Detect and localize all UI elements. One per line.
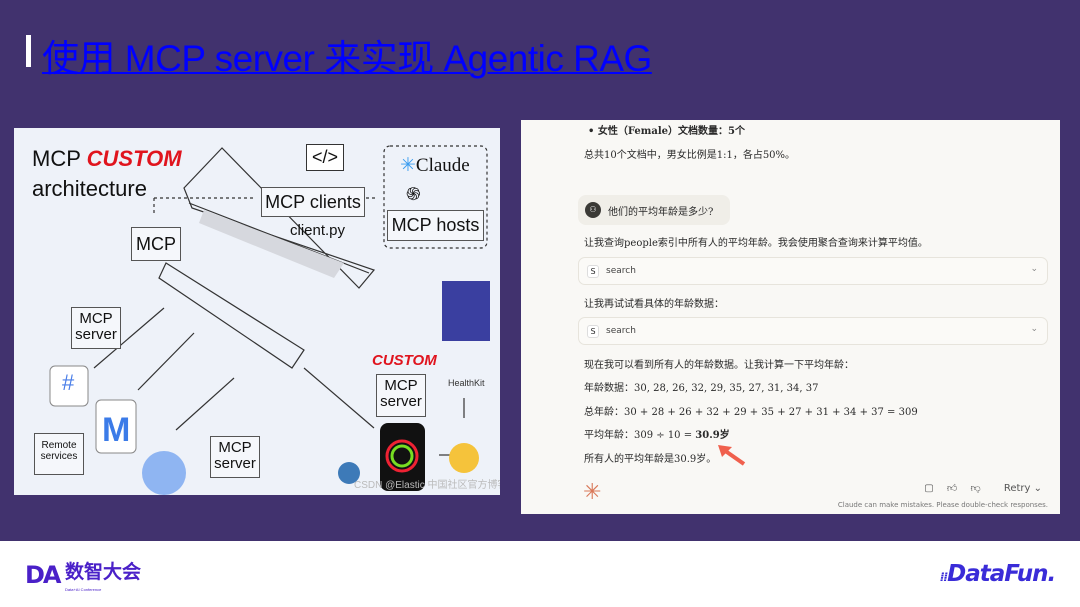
retry-label: Retry bbox=[1003, 483, 1031, 494]
datafun-logo-text: DataFun. bbox=[947, 561, 1056, 587]
reply-text-1: 让我查询people索引中所有人的平均年龄。我会使用聚合查询来计算平均值。 bbox=[584, 238, 928, 249]
openai-icon: ֍ bbox=[406, 184, 421, 204]
retry-button[interactable]: Retry ⌄ bbox=[1003, 483, 1042, 494]
average-prefix: 平均年龄：309 ÷ 10 = bbox=[584, 430, 696, 441]
tool-name: search bbox=[606, 326, 636, 336]
summary-text: 总共10个文档中，男女比例是1:1，各占50%。 bbox=[584, 150, 796, 161]
thumbs-up-icon[interactable]: 👍︎ bbox=[946, 483, 958, 494]
ages-text: 年龄数据：30, 28, 26, 32, 29, 35, 27, 31, 34,… bbox=[584, 383, 819, 394]
mcp-server-label-2: MCP server bbox=[210, 436, 260, 478]
diagram-heading-custom: CUSTOM bbox=[86, 146, 182, 171]
datafun-logo: ⁞⁞DataFun. bbox=[940, 561, 1056, 587]
datai-conference-logo: DA bbox=[25, 561, 61, 589]
diagram-heading-architecture: architecture bbox=[32, 176, 147, 201]
mcp-server-label-1: MCP server bbox=[71, 307, 121, 349]
datai-conference-logo-sub: Data+AI Conference bbox=[65, 587, 102, 592]
copy-icon[interactable]: ▢ bbox=[924, 483, 934, 494]
gmail-icon bbox=[95, 399, 137, 454]
average-text: 平均年龄：309 ÷ 10 = 30.9岁 bbox=[584, 426, 730, 441]
client-file-label: client.py bbox=[290, 222, 346, 239]
svg-text:M: M bbox=[102, 411, 130, 449]
claude-chat-screenshot: • 女性（Female）文档数量：5个 总共10个文档中，男女比例是1:1，各占… bbox=[521, 120, 1060, 514]
conclusion-text: 所有人的平均年龄是30.9岁。 bbox=[584, 454, 717, 465]
footer: DA 数智大会 Data+AI Conference ⁞⁞DataFun. bbox=[0, 541, 1080, 607]
runner-photo bbox=[442, 281, 490, 341]
watermark: CSDN @Elastic 中国社区官方博客 bbox=[354, 480, 500, 491]
diagram-heading-mcp: MCP bbox=[32, 146, 81, 171]
claude-brand: ✳Claude bbox=[400, 154, 470, 177]
healthkit-label: HealthKit bbox=[448, 378, 485, 388]
average-result: 30.9岁 bbox=[695, 430, 730, 441]
custom-label: CUSTOM bbox=[372, 352, 437, 369]
remote-services-label: Remote services bbox=[34, 433, 84, 475]
mcp-clients-label: MCP clients bbox=[261, 187, 365, 217]
elastic-icon bbox=[449, 443, 479, 473]
chevron-down-icon: ⌄ bbox=[1030, 324, 1038, 334]
reply-text-3: 现在我可以看到所有人的年龄数据。让我计算一下平均年龄： bbox=[584, 360, 854, 371]
mcp-hosts-label: MCP hosts bbox=[387, 210, 484, 241]
reply-text-2: 让我再试试看具体的年龄数据： bbox=[584, 299, 724, 310]
message-actions: ▢ 👍︎ 👎︎ Retry ⌄ bbox=[914, 482, 1042, 496]
title-accent-bar bbox=[26, 35, 31, 67]
search-tool-call-2[interactable]: S search ⌄ bbox=[578, 317, 1048, 345]
svg-text:#: # bbox=[62, 370, 75, 395]
cluster-icon bbox=[142, 451, 186, 495]
claude-label: Claude bbox=[415, 155, 470, 176]
slide-title[interactable]: 使用 MCP server 来实现 Agentic RAG bbox=[42, 38, 652, 79]
claude-logo-icon: ✳ bbox=[583, 480, 602, 505]
thumbs-down-icon[interactable]: 👎︎ bbox=[970, 483, 981, 494]
user-message-text: 他们的平均年龄是多少? bbox=[608, 207, 714, 218]
datai-conference-logo-cn: 数智大会 bbox=[65, 561, 142, 583]
total-text: 总年龄：30 + 28 + 26 + 32 + 29 + 35 + 27 + 3… bbox=[584, 407, 918, 418]
datafun-dots-icon: ⁞⁞ bbox=[940, 570, 948, 584]
diagram-heading: MCP CUSTOM bbox=[32, 146, 182, 172]
tool-badge: S bbox=[587, 265, 599, 278]
diagram-lines: M # bbox=[49, 145, 490, 495]
tool-badge: S bbox=[587, 325, 599, 338]
python-icon bbox=[338, 462, 360, 484]
user-avatar-icon: ⚇ bbox=[585, 202, 601, 218]
watch-icon bbox=[380, 423, 425, 491]
chevron-down-icon: ⌄ bbox=[1030, 264, 1038, 274]
code-file-icon: </> bbox=[306, 144, 345, 171]
mcp-label: MCP bbox=[131, 227, 181, 261]
search-tool-call-1[interactable]: S search ⌄ bbox=[578, 257, 1048, 285]
bullet-text: 女性（Female）文档数量：5个 bbox=[597, 126, 745, 137]
mcp-architecture-diagram: M # MCP CUSTOM architecture </> MCP clie… bbox=[14, 128, 500, 495]
bullet-female-count: • 女性（Female）文档数量：5个 bbox=[588, 126, 745, 137]
slack-icon bbox=[49, 365, 89, 407]
disclaimer-text: Claude can make mistakes. Please double-… bbox=[837, 501, 1048, 509]
tool-name: search bbox=[606, 266, 636, 276]
red-arrow-annotation bbox=[718, 445, 746, 466]
mcp-server-custom-label: MCP server bbox=[376, 374, 426, 417]
claude-icon: ✳ bbox=[400, 155, 416, 176]
user-message-bubble: ⚇ 他们的平均年龄是多少? bbox=[578, 195, 730, 225]
